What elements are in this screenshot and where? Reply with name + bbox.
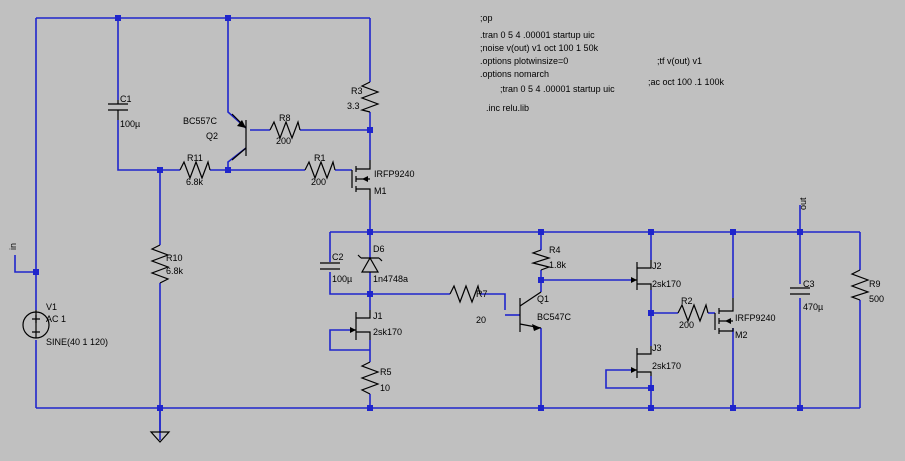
junctions: [33, 15, 803, 411]
q1-name: Q1: [537, 294, 549, 304]
spice-directives: ;op .tran 0 5 4 .00001 startup uic ;nois…: [480, 13, 725, 113]
j2-name: J2: [652, 261, 662, 271]
j2-model: 2sk170: [652, 279, 681, 289]
component-labels: C1 100µ BC557C Q2 R3 3.3 R8 200 R11 6.8k…: [46, 86, 884, 393]
r1-name: R1: [314, 153, 326, 163]
jfet-j2-symbol[interactable]: [631, 260, 652, 290]
capacitor-c2-symbol[interactable]: [320, 262, 340, 270]
c2-name: C2: [332, 252, 344, 262]
q2-model: BC557C: [183, 116, 218, 126]
c1-value: 100µ: [120, 119, 140, 129]
r11-name: R11: [187, 153, 203, 163]
q2-name: Q2: [206, 131, 218, 141]
r7-value: 20: [476, 315, 486, 325]
transistor-q1-symbol[interactable]: [519, 291, 542, 332]
q1-model: BC547C: [537, 312, 572, 322]
c3-value: 470µ: [803, 302, 823, 312]
c3-name: C3: [803, 279, 815, 289]
voltage-source-v1-symbol[interactable]: [22, 310, 50, 339]
r8-value: 200: [276, 136, 291, 146]
r11-value: 6.8k: [186, 177, 204, 187]
resistor-r9-symbol[interactable]: [850, 269, 870, 301]
directive-tf: ;tf v(out) v1: [657, 56, 702, 66]
r4-name: R4: [549, 245, 561, 255]
r1-value: 200: [311, 177, 326, 187]
r4-value: 1.8k: [549, 260, 567, 270]
ground-symbol: [149, 431, 171, 443]
directive-plotwinsize: .options plotwinsize=0: [480, 56, 568, 66]
directive-inc: .inc relu.lib: [486, 103, 529, 113]
resistor-r2-symbol[interactable]: [677, 302, 709, 323]
d6-name: D6: [373, 244, 385, 254]
mosfet-m1-symbol[interactable]: [351, 160, 371, 200]
r10-value: 6.8k: [166, 266, 184, 276]
resistor-r10-symbol[interactable]: [150, 244, 170, 284]
capacitor-c3-symbol[interactable]: [790, 287, 810, 295]
net-label-in: in: [8, 243, 18, 250]
v1-name: V1: [46, 302, 57, 312]
directive-tran: .tran 0 5 4 .00001 startup uic: [480, 30, 595, 40]
m1-model: IRFP9240: [374, 169, 415, 179]
d6-model: 1n4748a: [373, 274, 408, 284]
directive-op: ;op: [480, 13, 493, 23]
v1-value: SINE(40 1 120): [46, 337, 108, 347]
r2-name: R2: [681, 296, 693, 306]
net-labels: in out: [8, 197, 808, 250]
m1-name: M1: [374, 186, 387, 196]
net-label-out: out: [798, 197, 808, 210]
directive-nomarch: .options nomarch: [480, 69, 549, 79]
m2-name: M2: [735, 330, 748, 340]
j3-name: J3: [652, 343, 662, 353]
capacitor-c1-symbol[interactable]: [108, 100, 128, 120]
c1-name: C1: [120, 94, 132, 104]
v1-ac: AC 1: [46, 314, 66, 324]
mosfet-m2-symbol[interactable]: [714, 298, 734, 334]
directive-tran-alt: ;tran 0 5 4 .00001 startup uic: [500, 84, 615, 94]
r3-value: 3.3: [347, 101, 360, 111]
resistor-r3-symbol[interactable]: [359, 81, 380, 113]
r9-value: 500: [869, 294, 884, 304]
resistor-r4-symbol[interactable]: [530, 249, 552, 271]
m2-model: IRFP9240: [735, 313, 776, 323]
r5-value: 10: [380, 383, 390, 393]
j1-model: 2sk170: [373, 327, 402, 337]
resistor-r1-symbol[interactable]: [304, 159, 336, 180]
jfet-j1-symbol[interactable]: [350, 310, 371, 340]
r3-name: R3: [351, 86, 363, 96]
r10-name: R10: [166, 253, 183, 263]
jfet-j3-symbol[interactable]: [631, 346, 652, 378]
j3-model: 2sk170: [652, 361, 681, 371]
r7-name: R7: [476, 289, 488, 299]
r2-value: 200: [679, 320, 694, 330]
transistor-q2-symbol[interactable]: [231, 113, 247, 161]
resistor-r8-symbol[interactable]: [269, 119, 301, 140]
j1-name: J1: [373, 311, 383, 321]
resistor-r7-symbol[interactable]: [449, 283, 481, 304]
r5-name: R5: [380, 367, 392, 377]
r8-name: R8: [279, 113, 291, 123]
resistor-r5-symbol[interactable]: [360, 361, 380, 395]
r9-name: R9: [869, 279, 881, 289]
zener-d6-symbol[interactable]: [357, 254, 383, 273]
directive-noise: ;noise v(out) v1 oct 100 1 50k: [480, 43, 599, 53]
directive-ac: ;ac oct 100 .1 100k: [648, 77, 725, 87]
c2-value: 100µ: [332, 274, 352, 284]
resistor-r11-symbol[interactable]: [179, 159, 211, 180]
